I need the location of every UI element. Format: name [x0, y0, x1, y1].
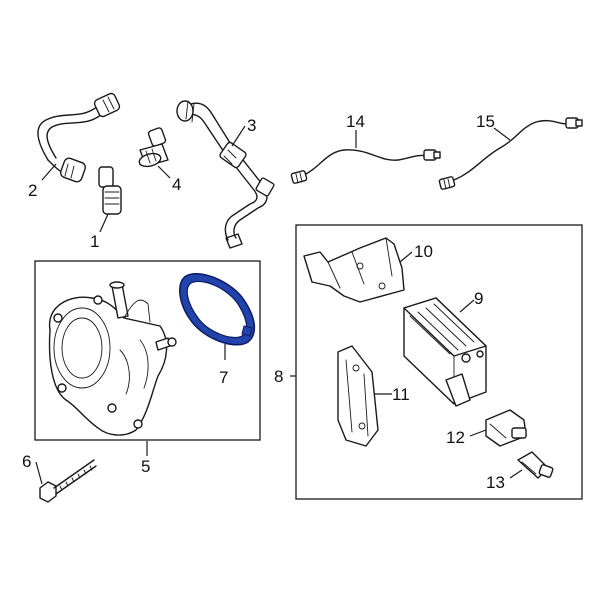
- part-3-hose[interactable]: [176, 100, 275, 249]
- part-4-valve[interactable]: [138, 127, 169, 169]
- callout-4: 4: [172, 175, 181, 194]
- part-14-sensor[interactable]: [290, 149, 441, 184]
- callout-12: 12: [446, 428, 465, 447]
- callout-9: 9: [474, 289, 483, 308]
- callout-11: 11: [392, 385, 410, 404]
- callout-5: 5: [141, 457, 150, 476]
- part-1-fitting[interactable]: [98, 166, 122, 215]
- part-7-gasket[interactable]: [179, 272, 256, 346]
- callout-8: 8: [274, 367, 283, 386]
- callouts: 1 2 3 4 5 6 7 8 9 10 11 12 13 14 15: [22, 112, 505, 492]
- part-15-sensor[interactable]: [438, 117, 583, 190]
- part-6-bolt[interactable]: [39, 459, 97, 503]
- callout-7: 7: [219, 368, 228, 387]
- callout-13: 13: [486, 473, 505, 492]
- callout-1: 1: [90, 232, 99, 251]
- callout-6: 6: [22, 452, 31, 471]
- leader-lines: [35, 125, 523, 485]
- part-2-hose[interactable]: [37, 92, 121, 183]
- part-10-bracket[interactable]: [303, 237, 405, 303]
- callout-2: 2: [28, 181, 37, 200]
- part-13-sensor[interactable]: [517, 451, 554, 479]
- part-5-vacuum-pump[interactable]: [48, 281, 177, 436]
- part-12-solenoid[interactable]: [485, 409, 527, 447]
- callout-14: 14: [346, 112, 365, 131]
- callout-10: 10: [414, 242, 433, 261]
- part-11-bracket-plate[interactable]: [337, 345, 379, 447]
- part-9-canister[interactable]: [403, 297, 487, 407]
- group-box-5: [34, 260, 261, 441]
- callout-15: 15: [476, 112, 495, 131]
- callout-3: 3: [247, 116, 256, 135]
- group-box-8: [295, 224, 583, 500]
